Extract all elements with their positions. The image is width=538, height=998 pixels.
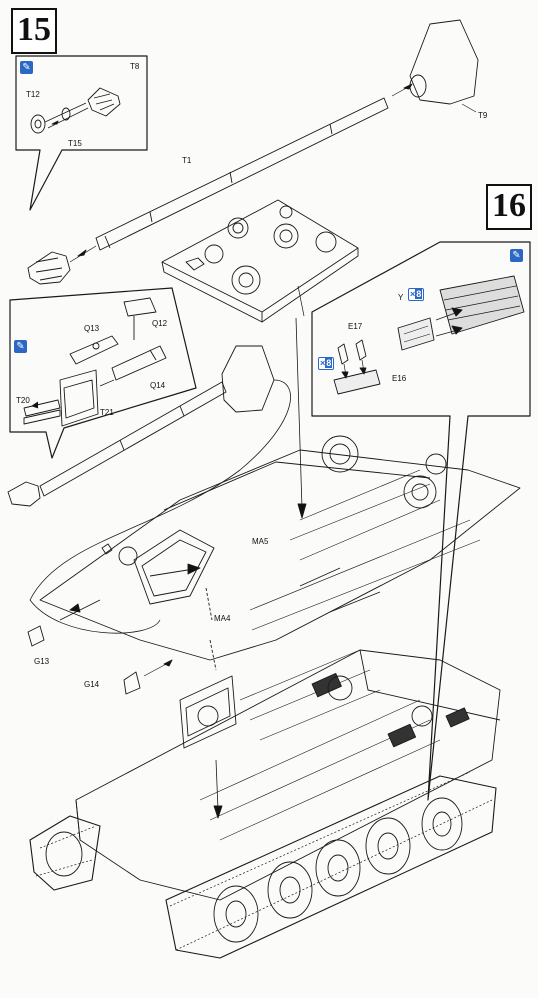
part-label-t8: T8 bbox=[130, 62, 140, 71]
quantity-badge-e: ×8 bbox=[318, 357, 335, 370]
hull-upper-plate bbox=[39, 317, 521, 661]
lower-hull bbox=[75, 649, 501, 901]
gun-barrel-t1 bbox=[27, 19, 479, 285]
part-label-t1: T1 bbox=[182, 156, 192, 165]
step-number-15: 15 bbox=[11, 8, 57, 54]
part-label-e16: E16 bbox=[392, 374, 407, 383]
track-detail-callout bbox=[311, 241, 531, 801]
track-run bbox=[29, 771, 497, 959]
part-label-t21: T21 bbox=[100, 408, 114, 417]
part-label-y: Y bbox=[398, 293, 404, 302]
part-label-t15: T15 bbox=[68, 139, 82, 148]
part-label-e17: E17 bbox=[348, 322, 363, 331]
part-label-t9: T9 bbox=[478, 111, 488, 120]
part-label-ma4: MA4 bbox=[214, 614, 231, 623]
part-label-g14: G14 bbox=[84, 680, 100, 689]
rear-plate bbox=[161, 199, 359, 323]
part-label-q12: Q12 bbox=[152, 319, 168, 328]
gun-barrel-assembled bbox=[7, 345, 291, 634]
barrel-detail-callout bbox=[15, 55, 148, 211]
breech-detail-callout bbox=[9, 287, 197, 459]
quantity-badge-y: ×8 bbox=[408, 288, 425, 301]
part-label-g13: G13 bbox=[34, 657, 50, 666]
part-label-q13: Q13 bbox=[84, 324, 100, 333]
cement-tube-icon: ✎ bbox=[20, 61, 33, 74]
cement-tube-icon: ✎ bbox=[510, 249, 523, 262]
small-parts-g13-g14 bbox=[27, 587, 217, 695]
step-number-16: 16 bbox=[486, 184, 532, 230]
part-label-t20: T20 bbox=[16, 396, 30, 405]
part-label-ma5: MA5 bbox=[252, 537, 269, 546]
part-label-t12: T12 bbox=[26, 90, 40, 99]
cement-tube-icon: ✎ bbox=[14, 340, 27, 353]
part-label-q14: Q14 bbox=[150, 381, 166, 390]
